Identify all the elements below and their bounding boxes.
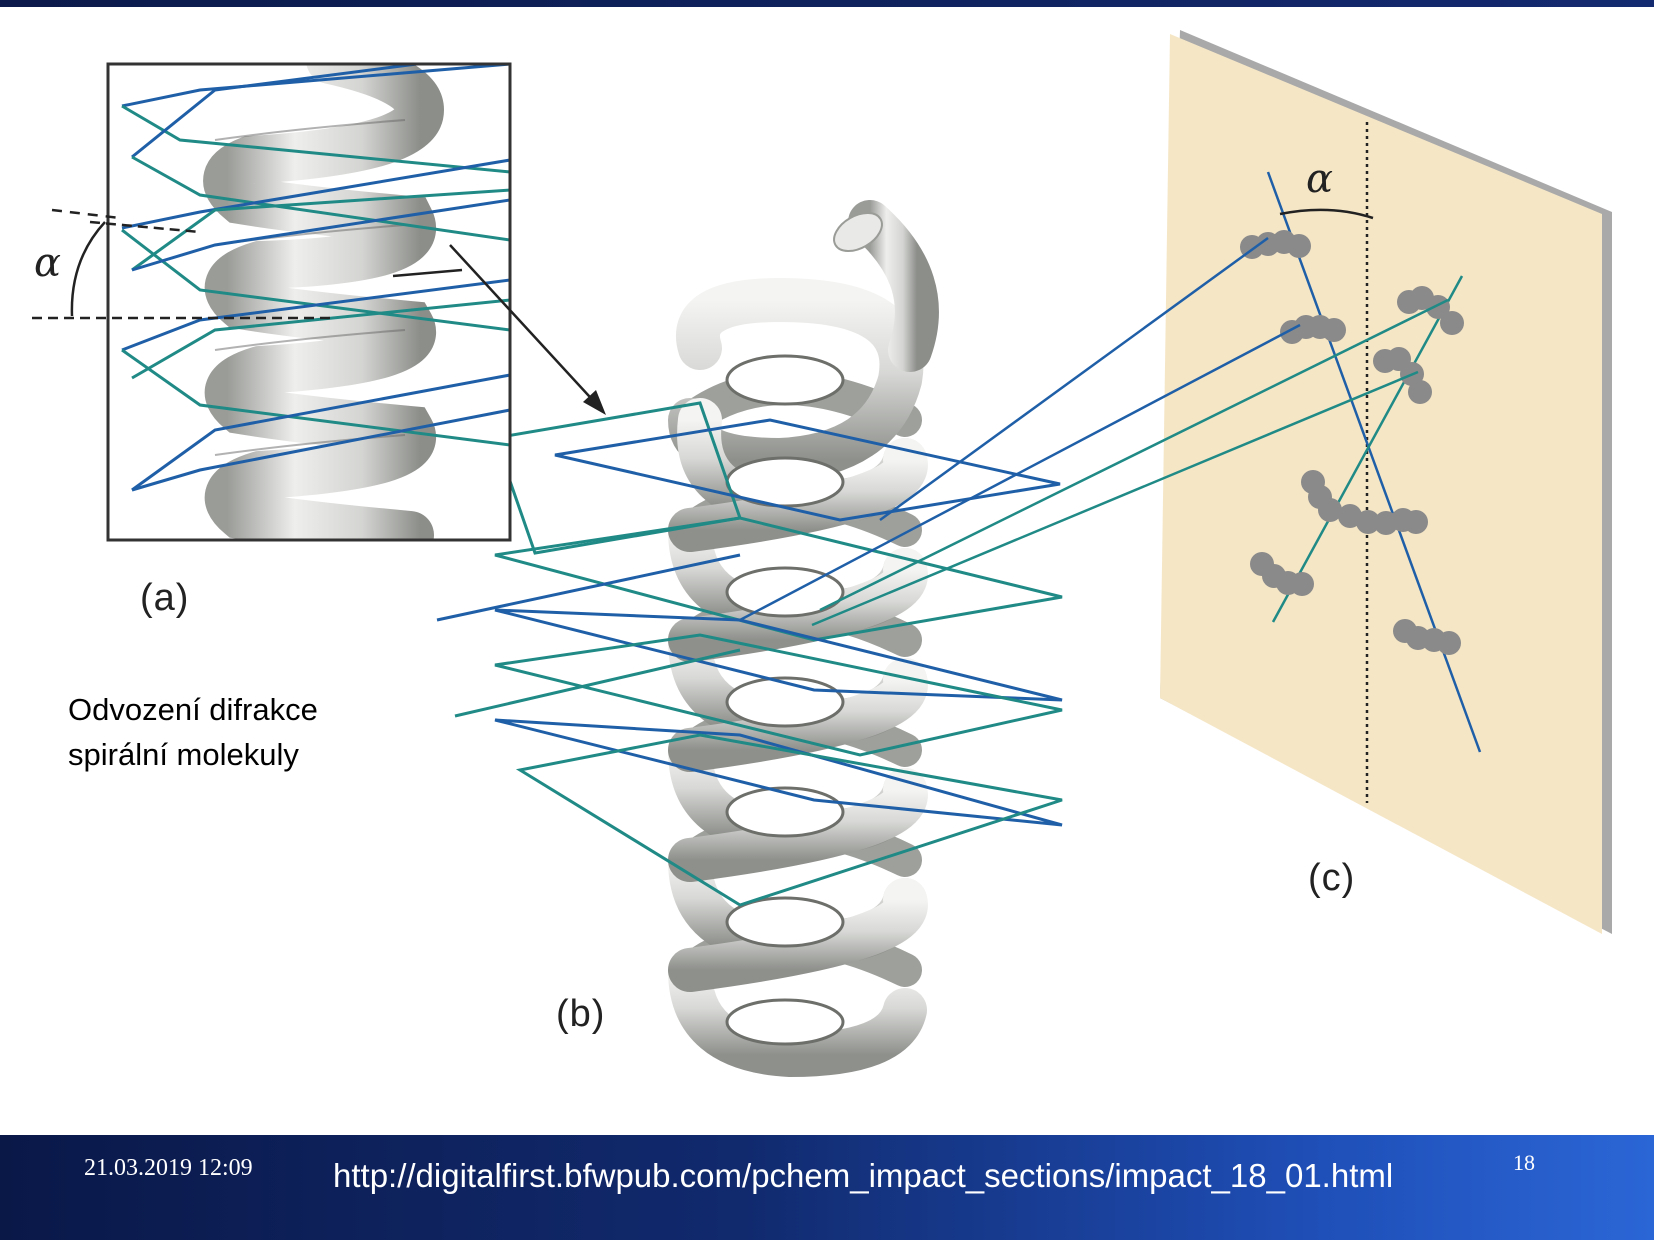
top-bar bbox=[0, 0, 1654, 7]
alpha-arc bbox=[1279, 208, 1374, 220]
footer-bar: 21.03.2019 12:09 http://digitalfirst.bfw… bbox=[0, 1135, 1654, 1240]
caption-line-1: Odvození difrakce bbox=[68, 692, 318, 727]
layer-line-blue bbox=[1266, 171, 1482, 753]
inset-helix bbox=[32, 62, 606, 542]
diffraction-spots bbox=[1240, 230, 1464, 655]
diffracted-rays bbox=[739, 236, 1449, 627]
zoom-arrow bbox=[449, 244, 601, 409]
alpha-label-screen: α bbox=[1306, 156, 1334, 202]
detector-screen bbox=[1160, 30, 1612, 934]
slide-number: 18 bbox=[1513, 1150, 1535, 1175]
inset-alpha-arc bbox=[70, 221, 106, 317]
footer-url: http://digitalfirst.bfwpub.com/pchem_imp… bbox=[333, 1157, 1394, 1194]
panel-b-label: (b) bbox=[556, 993, 606, 1035]
panel-a-label: (a) bbox=[140, 577, 190, 619]
diffraction-planes-large bbox=[436, 401, 1063, 907]
footer-date: 21.03.2019 12:09 bbox=[84, 1155, 253, 1181]
alpha-label-inset: α bbox=[34, 240, 62, 286]
caption: Odvození difrakce spirální molekuly bbox=[68, 687, 318, 777]
inset-frame bbox=[106, 62, 512, 542]
panel-c-label: (c) bbox=[1308, 857, 1356, 899]
helix-large bbox=[668, 200, 939, 1078]
layer-line-teal bbox=[1271, 275, 1464, 623]
caption-line-2: spirální molekuly bbox=[68, 737, 299, 772]
